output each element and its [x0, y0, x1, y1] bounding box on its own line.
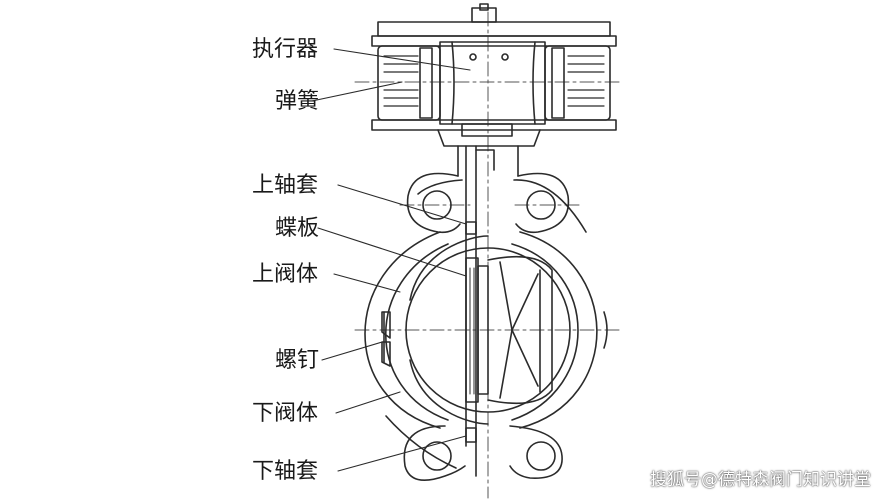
- label-upper-body: 上阀体: [252, 262, 319, 287]
- watermark-text: 搜狐号@德特森阀门知识讲堂: [650, 470, 871, 490]
- leader-lines: [311, 48, 471, 472]
- upper-flange: [406, 172, 587, 234]
- label-lower-body: 下阀体: [252, 401, 319, 426]
- springs: [383, 55, 605, 107]
- label-upper-bushing: 上轴套: [252, 173, 319, 198]
- lower-flange: [385, 415, 563, 482]
- label-screw: 螺钉: [275, 348, 320, 373]
- label-actuator: 执行器: [252, 37, 319, 62]
- valve-body: [364, 231, 608, 429]
- label-spring: 弹簧: [275, 89, 320, 114]
- label-disc: 蝶板: [275, 216, 320, 241]
- actuator-body: [371, 3, 617, 147]
- butterfly-disc: [465, 255, 553, 405]
- label-lower-bushing: 下轴套: [252, 459, 319, 484]
